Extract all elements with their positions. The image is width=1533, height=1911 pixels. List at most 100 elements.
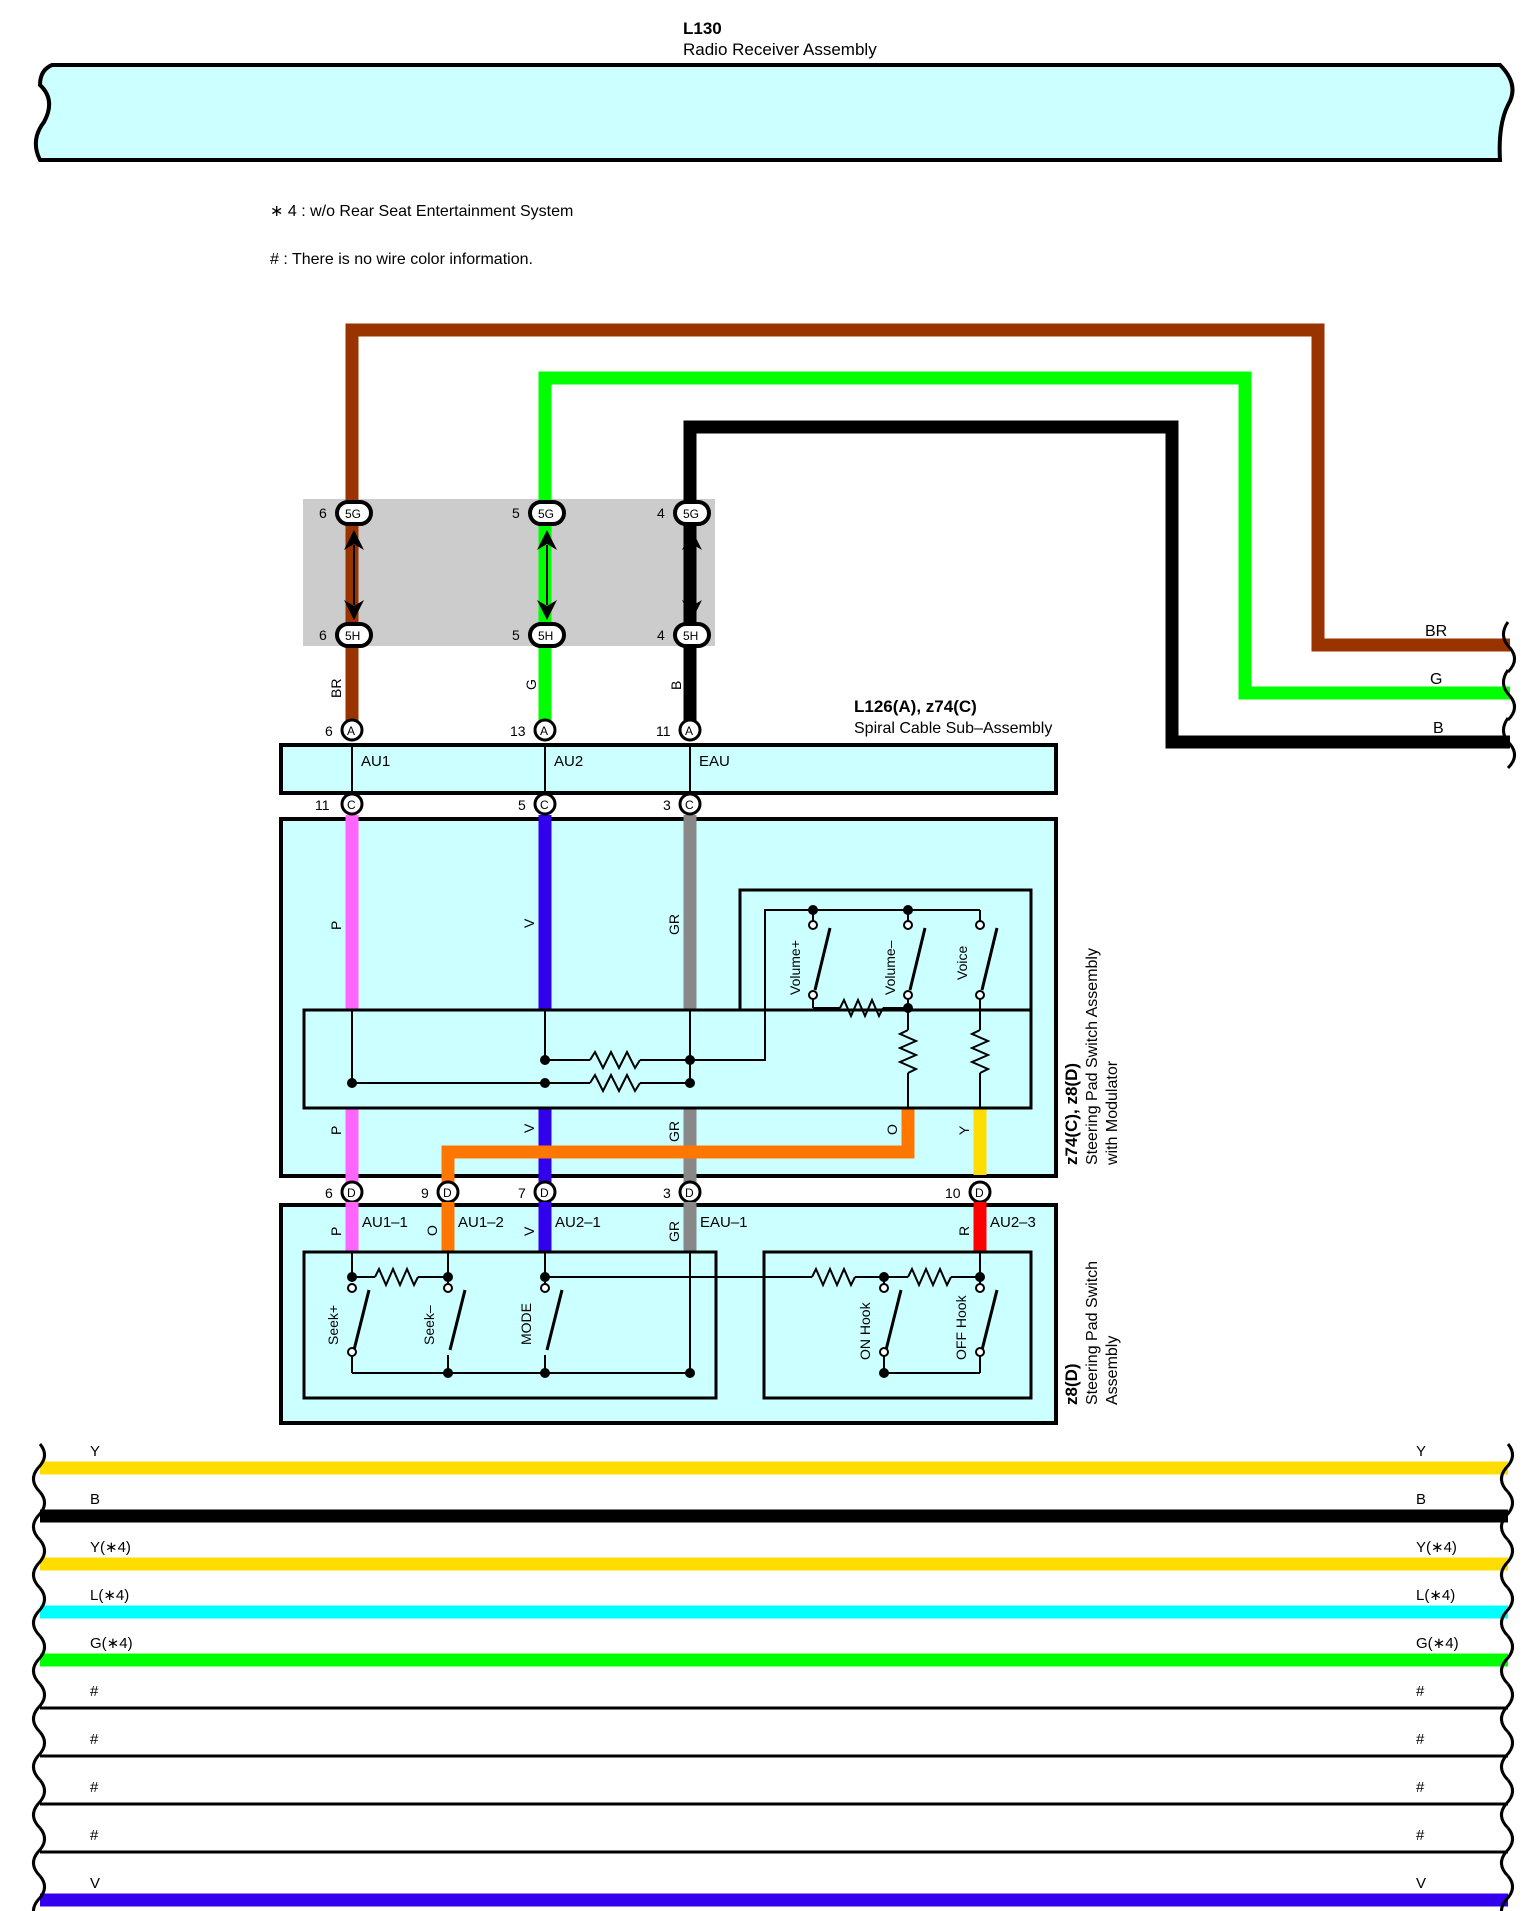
wire-label-g-right: G — [1430, 671, 1442, 688]
wire-end-left — [32, 1587, 46, 1638]
bus-wire-label-right: L(∗4) — [1416, 1587, 1455, 1604]
wire-end-left — [32, 1875, 46, 1911]
bus-wire-label-left: V — [90, 1875, 100, 1892]
label-o-low: O — [884, 1124, 900, 1135]
switch-seek-plus: Seek+ — [325, 1305, 341, 1345]
steering-name-1: Steering Pad Switch — [1084, 1261, 1101, 1405]
modulator-code: z74(C), z8(D) — [1062, 1063, 1081, 1165]
modulator-nodes — [347, 905, 985, 1088]
junction-pins: 5G 6 5H 6 5G 5 5H 5 5G 4 5H 4 — [319, 500, 711, 648]
svg-text:A: A — [685, 724, 693, 738]
signal-au2-3: AU2–3 — [990, 1214, 1036, 1231]
steering-code: z8(D) — [1062, 1363, 1081, 1405]
wire-end-left — [32, 1491, 46, 1542]
wire-br — [345, 323, 1510, 730]
svg-text:10: 10 — [945, 1185, 961, 1201]
svg-text:A: A — [540, 724, 548, 738]
svg-text:C: C — [347, 798, 356, 812]
wire-g — [538, 371, 1510, 730]
junction-connector-bg — [303, 499, 715, 646]
wire-end-left — [32, 1443, 46, 1494]
svg-text:4: 4 — [657, 505, 665, 521]
label-r-bottom: R — [956, 1226, 972, 1236]
wire-end-left — [32, 1779, 46, 1830]
wire-end-right — [1500, 1683, 1514, 1734]
wire-end-right — [1500, 1587, 1514, 1638]
signal-eau: EAU — [699, 753, 730, 770]
modulator-circuit — [302, 888, 1033, 1110]
bus-wire-label-left: L(∗4) — [90, 1587, 129, 1604]
svg-text:5: 5 — [518, 797, 526, 813]
wire-end-g — [1502, 669, 1516, 722]
label-p-low: P — [328, 1126, 344, 1135]
modulator-name-2: with Modulator — [1104, 1060, 1121, 1166]
svg-text:7: 7 — [518, 1185, 526, 1201]
label-v-mid: V — [521, 918, 537, 928]
svg-text:D: D — [347, 1186, 356, 1200]
bus-wire-label-right: # — [1416, 1683, 1425, 1700]
svg-text:11: 11 — [656, 723, 671, 739]
svg-text:5H: 5H — [345, 629, 360, 643]
svg-text:D: D — [443, 1186, 452, 1200]
label-o-bottom: O — [424, 1225, 440, 1236]
bus-wire-label-left: # — [90, 1779, 99, 1796]
svg-text:13: 13 — [510, 723, 526, 739]
bus-wire-label-right: V — [1416, 1875, 1426, 1892]
switch-off-hook: OFF Hook — [953, 1294, 969, 1360]
wire-end-b — [1502, 717, 1516, 770]
modulator-body — [279, 817, 1058, 1178]
bus-wire-label-left: # — [90, 1731, 99, 1748]
wire-end-right — [1500, 1875, 1514, 1911]
wire-o — [441, 1108, 915, 1192]
steering-nodes — [347, 1272, 985, 1378]
label-gr-bottom: GR — [666, 1221, 682, 1242]
svg-text:6: 6 — [325, 1185, 333, 1201]
steering-switch-body — [279, 1203, 1058, 1425]
svg-text:5H: 5H — [683, 629, 698, 643]
modulator-name-1: Steering Pad Switch Assembly — [1084, 948, 1101, 1165]
wire-label-b-right: B — [1433, 720, 1444, 737]
signal-au1-2: AU1–2 — [458, 1214, 504, 1231]
steering-circuit — [302, 1250, 1033, 1400]
bus-wire-label-right: # — [1416, 1779, 1425, 1796]
note-no-color: # : There is no wire color information. — [270, 251, 533, 268]
svg-text:6: 6 — [319, 627, 327, 643]
svg-text:3: 3 — [663, 1185, 671, 1201]
wire-end-right — [1500, 1443, 1514, 1494]
label-v-low: V — [521, 1123, 537, 1133]
svg-text:D: D — [540, 1186, 549, 1200]
label-gr-mid: GR — [666, 914, 682, 935]
wire-end-right — [1500, 1779, 1514, 1830]
label-y-low: Y — [956, 1125, 972, 1135]
wire-end-left — [32, 1683, 46, 1734]
svg-text:6: 6 — [325, 723, 333, 739]
bus-wire-label-left: B — [90, 1491, 100, 1508]
bus-wire-label-right: # — [1416, 1731, 1425, 1748]
label-p-bottom: P — [328, 1227, 344, 1236]
svg-text:5G: 5G — [345, 507, 361, 521]
svg-text:11: 11 — [315, 797, 330, 813]
wire-end-left — [32, 1731, 46, 1782]
svg-text:4: 4 — [657, 627, 665, 643]
spiral-name: Spiral Cable Sub–Assembly — [854, 720, 1052, 737]
spiral-cable-body — [279, 743, 1058, 795]
wire-label-br-right: BR — [1425, 623, 1447, 640]
switch-on-hook: ON Hook — [857, 1301, 873, 1360]
svg-text:5H: 5H — [538, 629, 553, 643]
svg-text:9: 9 — [421, 1185, 429, 1201]
switch-seek-minus: Seek– — [421, 1305, 437, 1345]
switch-mode: MODE — [518, 1303, 534, 1345]
bus-wire-label-left: # — [90, 1827, 99, 1844]
bus-wire-label-right: B — [1416, 1491, 1426, 1508]
wire-end-left — [32, 1635, 46, 1686]
wire-end-left — [32, 1539, 46, 1590]
wire-b — [683, 420, 1510, 749]
wire-end-right — [1500, 1827, 1514, 1878]
bus-wire-label-left: Y(∗4) — [90, 1539, 131, 1556]
bus-wire-label-right: Y — [1416, 1443, 1426, 1460]
svg-text:C: C — [540, 798, 549, 812]
svg-text:5G: 5G — [538, 507, 554, 521]
bus-wire-label-left: # — [90, 1683, 99, 1700]
